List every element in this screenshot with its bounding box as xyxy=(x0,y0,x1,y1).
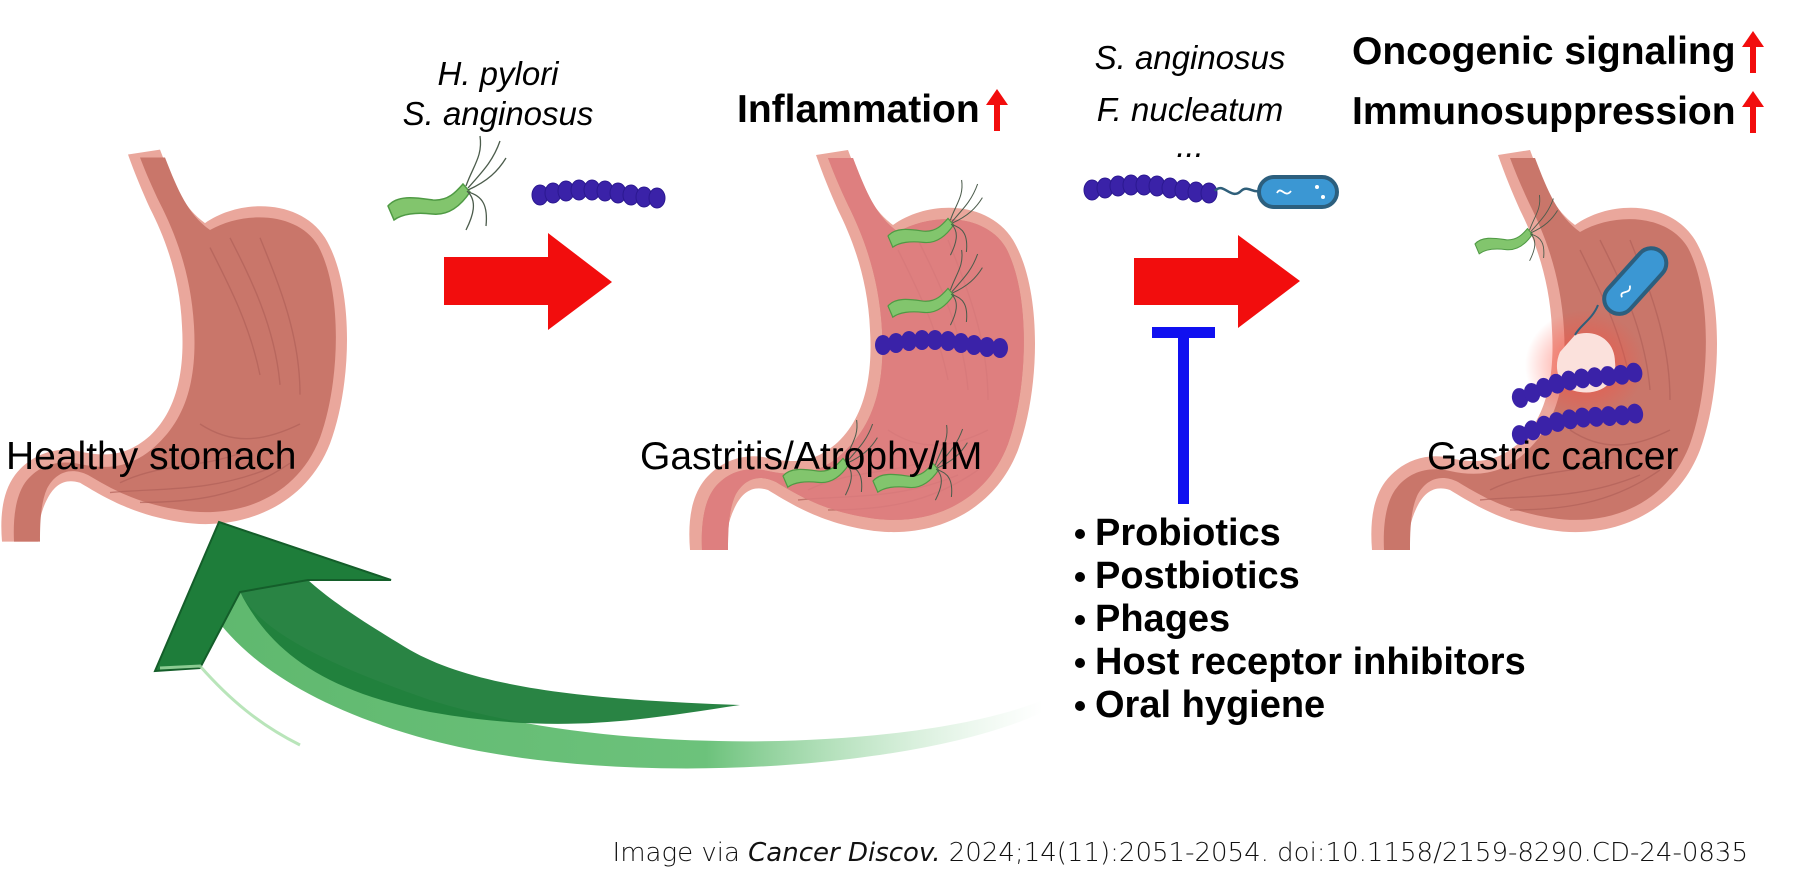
inflammation-effect: Inflammation xyxy=(737,88,1008,132)
progression-arrow-1 xyxy=(444,233,612,330)
bullet-icon xyxy=(1075,657,1085,668)
inflamed-stomach-icon xyxy=(688,149,1036,551)
citation-prefix: Image via xyxy=(612,838,749,868)
h-pylori-icon xyxy=(387,135,507,231)
oncogenic-label: Oncogenic signaling xyxy=(1352,30,1736,73)
bullet-icon xyxy=(1075,528,1085,539)
stage-label-healthy: Healthy stomach xyxy=(6,435,297,478)
up-arrow-icon xyxy=(985,89,1008,131)
image-citation: Image via Cancer Discov. 2024;14(11):205… xyxy=(613,838,1748,868)
fusobacterium-icon xyxy=(1214,175,1339,209)
streptococcus-chain-icon-2 xyxy=(1083,174,1218,204)
healthy-stomach-icon xyxy=(0,148,348,543)
list-item: Probiotics xyxy=(1075,512,1526,555)
inhibition-symbol xyxy=(1152,327,1215,504)
up-arrow-icon xyxy=(1741,31,1764,73)
reversal-arrow xyxy=(153,520,1043,769)
species-ellipsis: ... xyxy=(1176,127,1204,164)
bullet-icon xyxy=(1075,571,1085,582)
immunosuppression-effect: Immunosuppression xyxy=(1352,90,1764,134)
list-item: Host receptor inhibitors xyxy=(1075,641,1526,684)
immunosuppression-label: Immunosuppression xyxy=(1352,90,1736,133)
list-item: Phages xyxy=(1075,598,1526,641)
bullet-icon xyxy=(1075,614,1085,625)
stage-label-gastritis: Gastritis/Atrophy/IM xyxy=(640,435,983,478)
streptococcus-chain-icon xyxy=(531,179,666,209)
species-h-pylori: H. pylori xyxy=(437,55,559,92)
transition1-species: H. pylori S. anginosus xyxy=(378,54,618,134)
interventions-list: Probiotics Postbiotics Phages Host recep… xyxy=(1075,512,1526,727)
up-arrow-icon xyxy=(1741,91,1764,133)
inflammation-label: Inflammation xyxy=(737,88,980,131)
species-s-anginosus-2: S. anginosus xyxy=(1094,39,1286,76)
species-s-anginosus: S. anginosus xyxy=(402,95,594,132)
species-f-nucleatum: F. nucleatum xyxy=(1096,91,1284,128)
transition2-species: S. anginosus F. nucleatum ... xyxy=(1075,32,1305,164)
list-item: Oral hygiene xyxy=(1075,684,1526,727)
progression-arrow-2 xyxy=(1134,235,1300,328)
list-item: Postbiotics xyxy=(1075,555,1526,598)
citation-journal: Cancer Discov. xyxy=(748,838,941,868)
stage-label-cancer: Gastric cancer xyxy=(1427,435,1679,478)
oncogenic-effect: Oncogenic signaling xyxy=(1352,30,1764,74)
cancerous-stomach-icon xyxy=(1370,149,1718,551)
bullet-icon xyxy=(1075,700,1085,711)
citation-details: 2024;14(11):2051-2054. doi:10.1158/2159-… xyxy=(940,838,1748,868)
